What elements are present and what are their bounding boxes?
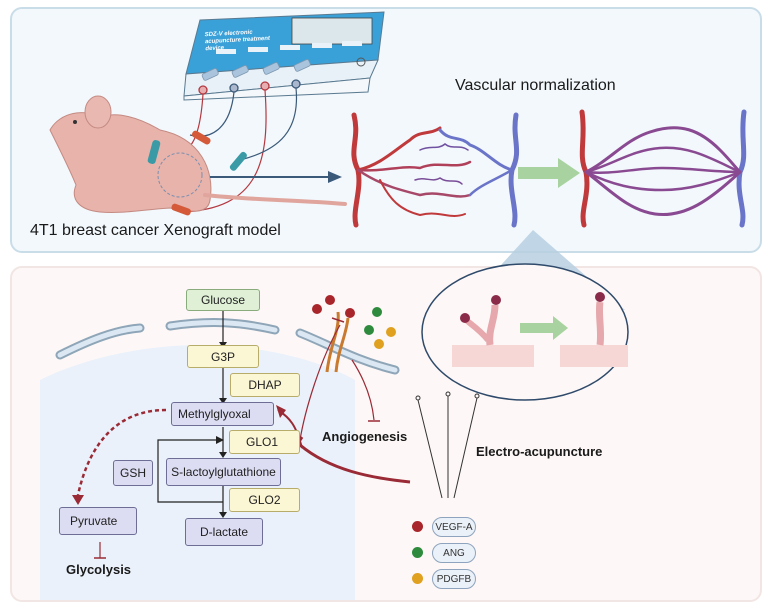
ligand-dots — [312, 295, 396, 349]
device-label: SDZ-V electronic acupuncture treatment d… — [204, 29, 271, 53]
progression-arrow — [210, 171, 342, 183]
sprouting-inset — [421, 263, 629, 401]
node-glucose: Glucose — [186, 289, 260, 311]
node-pyruvate: Pyruvate — [59, 507, 137, 535]
node-methylglyoxal: Methylglyoxal — [171, 402, 274, 426]
outcome-label: Vascular normalization — [455, 77, 616, 94]
node-glo1: GLO1 — [229, 430, 300, 454]
normalized-vasculature — [579, 109, 747, 228]
model-label: 4T1 breast cancer Xenograft model — [30, 222, 281, 239]
node-s-lactoylglutathione: S-lactoylglutathione — [166, 458, 281, 486]
receptor-proteins — [325, 311, 350, 373]
cell-membrane — [55, 318, 400, 375]
legend-label-vegf-a: VEGF-A — [432, 517, 476, 537]
abnormal-vasculature — [351, 112, 520, 228]
legend-swatch-pdgfb — [412, 573, 423, 584]
node-g3p: G3P — [187, 345, 259, 368]
node-d-lactate: D-lactate — [185, 518, 263, 546]
angiogenesis-label: Angiogenesis — [322, 429, 408, 444]
acupuncture-needles — [415, 391, 480, 499]
normalization-arrow — [518, 158, 580, 188]
electro-acupuncture-label: Electro-acupuncture — [476, 444, 603, 459]
acupuncture-device — [183, 11, 385, 101]
pathway-arrows — [157, 310, 224, 512]
mouse-illustration — [49, 95, 347, 216]
node-glo2: GLO2 — [229, 488, 300, 512]
node-gsh: GSH — [113, 460, 153, 486]
regulation-heads — [72, 405, 286, 505]
legend-label-pdgfb: PDGFB — [432, 569, 476, 589]
node-dhap: DHAP — [230, 373, 300, 397]
legend-swatch-vegf-a — [412, 521, 423, 532]
legend-swatch-ang — [412, 547, 423, 558]
legend-label-ang: ANG — [432, 543, 476, 563]
glycolysis-label: Glycolysis — [66, 562, 132, 577]
